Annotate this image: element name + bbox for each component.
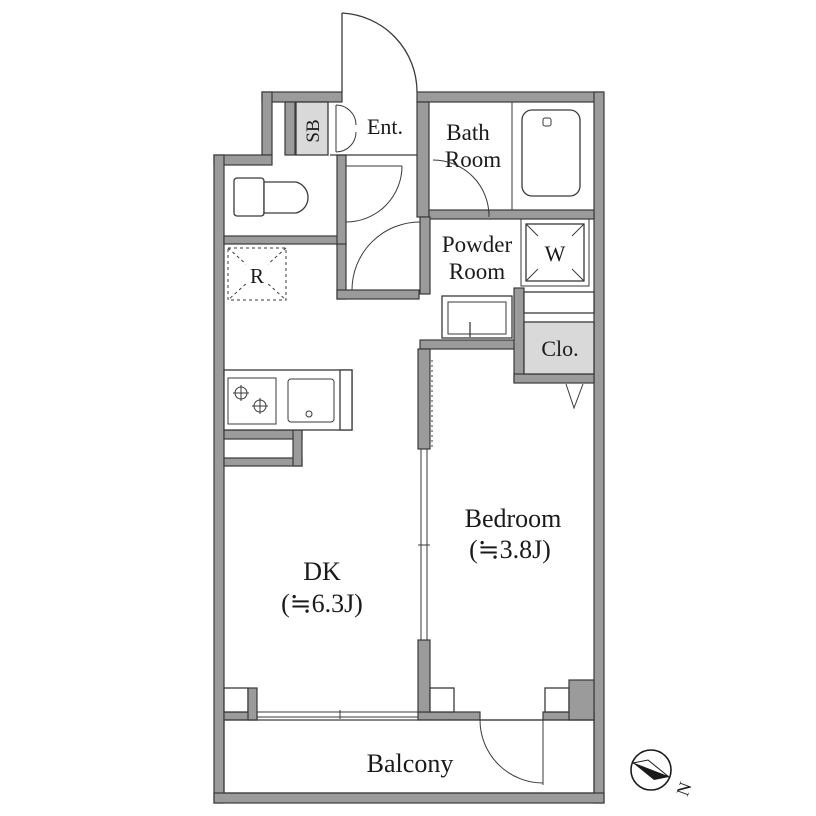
bedroom-size-label: (≒3.8J) bbox=[469, 535, 551, 564]
closet-label: Clo. bbox=[541, 336, 578, 361]
washer-label: W bbox=[545, 241, 566, 266]
sink bbox=[287, 378, 335, 423]
sb-label: SB bbox=[303, 119, 324, 142]
bath-room-label-line2: Room bbox=[445, 147, 501, 172]
powder-room-label-line1: Powder bbox=[442, 232, 513, 257]
powder-room-door bbox=[351, 221, 421, 291]
balcony-label: Balcony bbox=[367, 749, 454, 778]
bath-door bbox=[432, 159, 490, 217]
entrance-door bbox=[341, 12, 418, 93]
bathtub bbox=[511, 101, 595, 211]
balcony bbox=[223, 719, 595, 794]
wash-basin bbox=[441, 295, 513, 339]
washer-space bbox=[520, 218, 590, 287]
interior-walls bbox=[223, 101, 595, 713]
closet bbox=[523, 321, 595, 375]
powder-room-label-line2: Room bbox=[449, 259, 505, 284]
stove bbox=[227, 377, 277, 425]
shelf bbox=[523, 291, 595, 314]
dk-label: DK bbox=[303, 557, 341, 586]
balcony-door bbox=[479, 719, 544, 785]
dk-size-label: (≒6.3J) bbox=[281, 589, 363, 618]
ent-inner-door bbox=[330, 104, 417, 156]
toilet-door bbox=[345, 165, 403, 223]
shoe-box bbox=[295, 101, 329, 156]
bedroom-label: Bedroom bbox=[465, 504, 562, 533]
closet-folding-door bbox=[565, 383, 584, 410]
bedroom-sliding-door bbox=[418, 360, 433, 640]
refrigerator-space bbox=[227, 247, 287, 301]
entrance-label: Ent. bbox=[367, 114, 403, 139]
compass-icon bbox=[630, 749, 672, 791]
north-label: N bbox=[672, 779, 695, 798]
bedroom-balcony-window bbox=[429, 679, 595, 721]
bath-room-label-line1: Bath bbox=[446, 120, 490, 145]
dk-balcony-window bbox=[223, 687, 418, 721]
toilet bbox=[233, 177, 309, 217]
refrigerator-label: R bbox=[250, 264, 264, 288]
